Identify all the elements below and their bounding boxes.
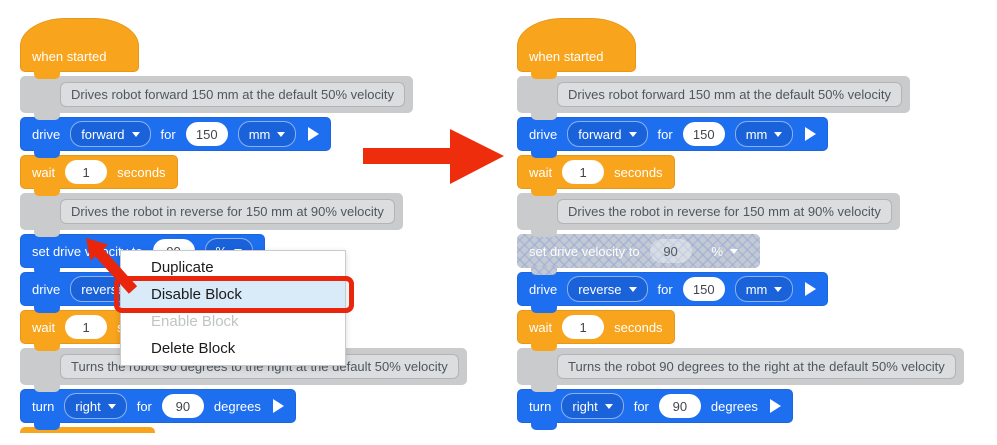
menu-item-disable-block[interactable]: Disable Block	[114, 276, 354, 313]
comment-text: Turns the robot 90 degrees to the right …	[557, 354, 956, 379]
seconds-input[interactable]: 1	[65, 160, 108, 184]
run-icon[interactable]	[805, 282, 817, 296]
turn-label: turn	[529, 398, 552, 414]
wait-block[interactable]: wait 1 seconds	[20, 155, 178, 196]
run-icon[interactable]	[272, 399, 284, 413]
wait-block[interactable]: wait 1 seconds	[517, 310, 675, 351]
direction-dropdown[interactable]: right	[561, 393, 624, 419]
chevron-down-icon	[774, 131, 783, 137]
seconds-input[interactable]: 1	[65, 315, 108, 339]
wait-label: wait	[32, 164, 56, 180]
drive-reverse-block[interactable]: drive reverse for 150 mm	[517, 272, 829, 313]
drive-forward-block[interactable]: drive forward for 150 mm	[20, 117, 332, 158]
script-after: when started Drives robot forward 150 mm…	[517, 18, 964, 430]
drive-label: drive	[32, 281, 61, 297]
wait-label: wait	[529, 319, 553, 335]
menu-item-enable-block[interactable]: Enable Block	[151, 313, 239, 330]
chevron-down-icon	[277, 131, 286, 137]
degrees-label: degrees	[213, 398, 261, 414]
wait-label: wait	[32, 319, 56, 335]
set-velocity-label: set drive velocity to	[529, 243, 640, 259]
wait-block[interactable]: wait 1 seconds	[517, 155, 675, 196]
degrees-label: degrees	[710, 398, 758, 414]
comment-text: Drives robot forward 150 mm at the defau…	[60, 82, 405, 107]
dropdown-value: right	[572, 398, 598, 414]
dropdown-value: forward	[578, 126, 622, 142]
wait-label: wait	[529, 164, 553, 180]
comment-text: Drives the robot in reverse for 150 mm a…	[557, 199, 892, 224]
unit-dropdown[interactable]: mm	[237, 121, 297, 147]
seconds-label: seconds	[117, 164, 166, 180]
dropdown-value: %	[711, 243, 724, 259]
chevron-down-icon	[107, 403, 116, 409]
chevron-down-icon	[628, 286, 637, 292]
direction-dropdown[interactable]: forward	[70, 121, 151, 147]
for-label: for	[136, 398, 152, 414]
dropdown-value: mm	[248, 126, 271, 142]
run-icon[interactable]	[805, 127, 817, 141]
chevron-down-icon	[628, 131, 637, 137]
comment-block[interactable]: Drives robot forward 150 mm at the defau…	[517, 76, 910, 120]
for-label: for	[657, 126, 673, 142]
run-icon[interactable]	[769, 399, 781, 413]
seconds-input[interactable]: 1	[562, 160, 605, 184]
when-started-label: when started	[32, 49, 107, 64]
velocity-input[interactable]: 90	[649, 239, 692, 263]
for-label: for	[657, 281, 673, 297]
comment-block[interactable]: Drives robot forward 150 mm at the defau…	[20, 76, 413, 120]
direction-dropdown[interactable]: right	[64, 393, 127, 419]
chevron-down-icon	[604, 403, 613, 409]
direction-dropdown[interactable]: forward	[567, 121, 648, 147]
chevron-down-icon	[774, 286, 783, 292]
dropdown-value: reverse	[578, 281, 622, 297]
degrees-input[interactable]: 90	[161, 394, 204, 418]
set-drive-velocity-block-disabled[interactable]: set drive velocity to 90 %	[517, 234, 760, 275]
turn-label: turn	[32, 398, 55, 414]
seconds-label: seconds	[614, 164, 663, 180]
menu-item-duplicate[interactable]: Duplicate	[151, 259, 214, 276]
chevron-down-icon	[131, 131, 140, 137]
dropdown-value: forward	[81, 126, 125, 142]
context-menu: Duplicate Disable Block Enable Block Del…	[114, 250, 354, 366]
turn-block[interactable]: turn right for 90 degrees	[517, 389, 793, 430]
comment-block[interactable]: Turns the robot 90 degrees to the right …	[517, 348, 964, 392]
distance-input[interactable]: 150	[682, 122, 725, 146]
unit-dropdown[interactable]: mm	[734, 276, 794, 302]
drive-label: drive	[32, 126, 61, 142]
comment-block[interactable]: Drives the robot in reverse for 150 mm a…	[20, 193, 403, 237]
menu-item-label: Disable Block	[151, 286, 242, 303]
for-label: for	[633, 398, 649, 414]
comment-text: Drives the robot in reverse for 150 mm a…	[60, 199, 395, 224]
drive-label: drive	[529, 126, 558, 142]
menu-item-delete-block[interactable]: Delete Block	[151, 340, 236, 357]
comment-text: Drives robot forward 150 mm at the defau…	[557, 82, 902, 107]
dropdown-value: mm	[745, 126, 768, 142]
seconds-input[interactable]: 1	[562, 315, 605, 339]
run-icon[interactable]	[308, 127, 320, 141]
direction-dropdown[interactable]: reverse	[567, 276, 648, 302]
for-label: for	[160, 126, 176, 142]
when-started-block[interactable]: when started	[20, 18, 139, 79]
distance-input[interactable]: 150	[185, 122, 228, 146]
comment-block[interactable]: Drives the robot in reverse for 150 mm a…	[517, 193, 900, 237]
dropdown-value: right	[75, 398, 101, 414]
degrees-input[interactable]: 90	[658, 394, 701, 418]
script-before: when started Drives robot forward 150 mm…	[20, 18, 467, 433]
chevron-down-icon	[730, 248, 739, 254]
turn-block[interactable]: turn right for 90 degrees	[20, 389, 296, 430]
when-started-block[interactable]: when started	[517, 18, 636, 79]
drive-label: drive	[529, 281, 558, 297]
dropdown-value: mm	[745, 281, 768, 297]
unit-dropdown[interactable]: mm	[734, 121, 794, 147]
distance-input[interactable]: 150	[682, 277, 725, 301]
seconds-label: seconds	[614, 319, 663, 335]
when-started-label: when started	[529, 49, 604, 64]
next-block-partial	[20, 427, 155, 433]
unit-dropdown[interactable]: %	[702, 239, 749, 263]
drive-forward-block[interactable]: drive forward for 150 mm	[517, 117, 829, 158]
dropdown-value: reverse	[81, 281, 125, 297]
